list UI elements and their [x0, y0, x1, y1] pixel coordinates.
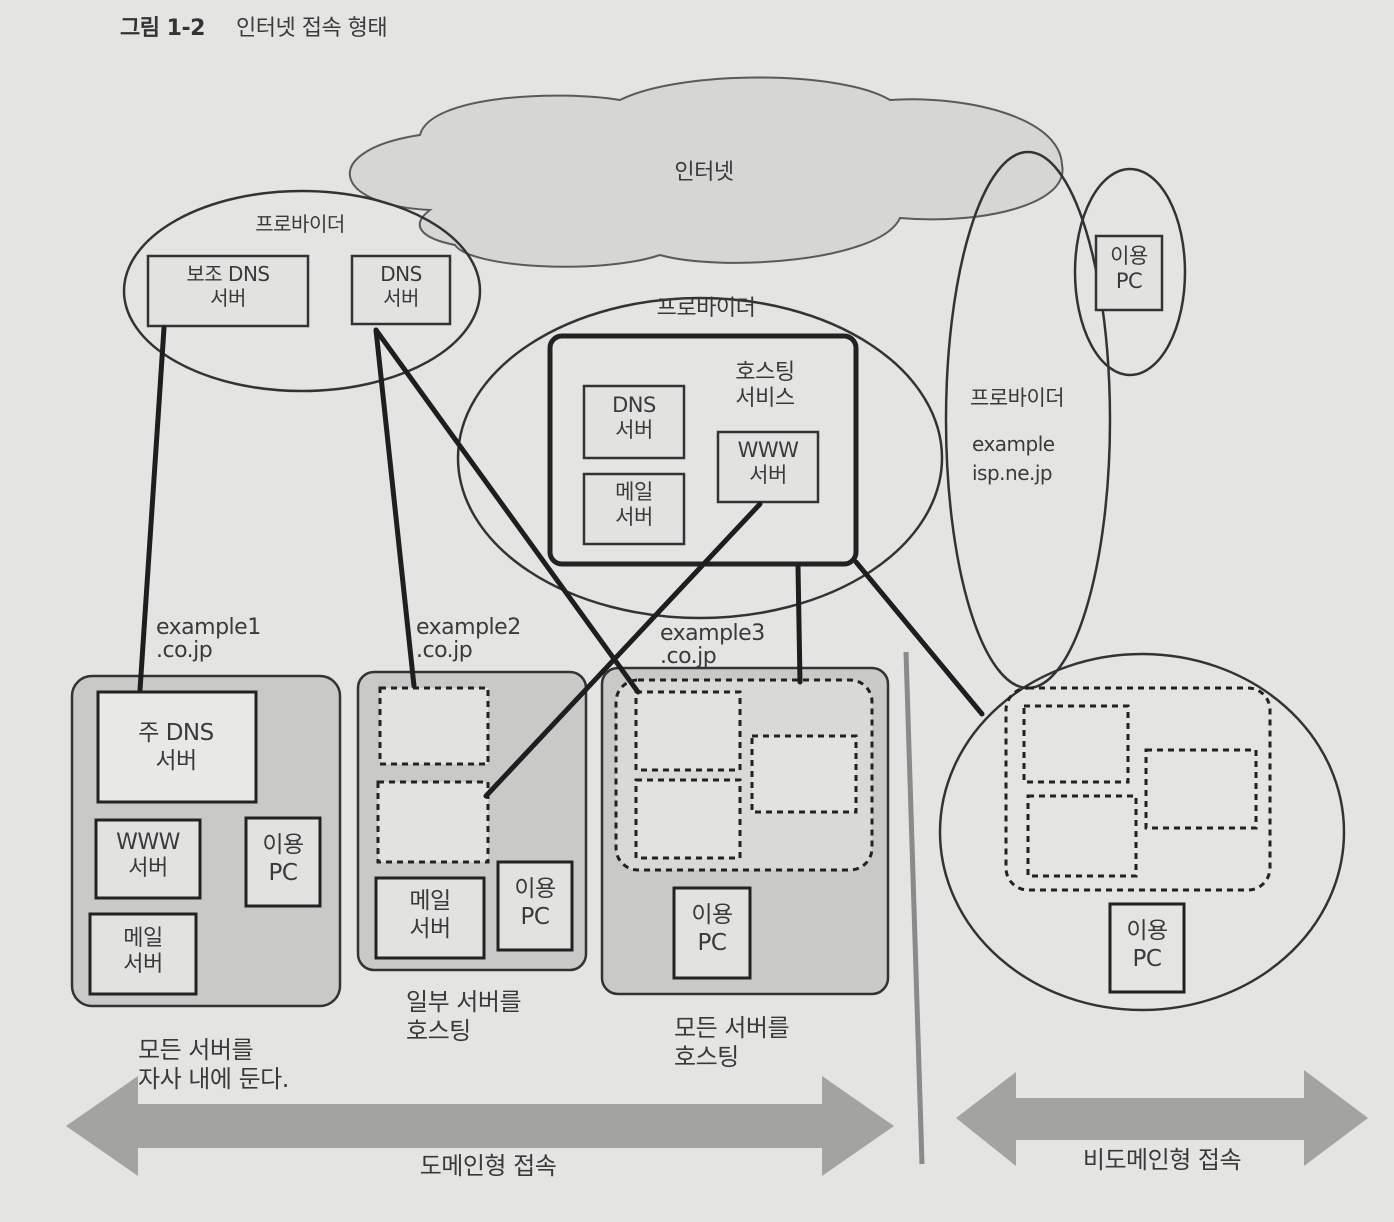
link-dns-to-site2 — [373, 327, 417, 689]
site2-caption: 일부 서버를 호스팅 — [406, 988, 522, 1045]
provider-right-label: 프로바이더 — [970, 386, 1065, 410]
provider-left-label: 프로바이더 — [255, 212, 345, 236]
site4-user-pc-box — [1108, 902, 1186, 994]
provider-center-ellipse — [456, 296, 944, 620]
site3-hosted-server-3 — [634, 778, 742, 860]
link-hosting-www-to-site2 — [483, 501, 763, 799]
site1-www-box — [94, 818, 202, 900]
site4-hosted-server-3 — [1026, 794, 1138, 878]
site3-caption: 모든 서버를 호스팅 — [674, 1014, 790, 1071]
secondary-dns-box — [146, 254, 310, 328]
site1-domain: example1 .co.jp — [156, 615, 261, 664]
figure-number: 그림 1-2 — [120, 16, 205, 41]
site4-hosted-server-2 — [1144, 748, 1258, 830]
site2-hosted-server-2 — [376, 780, 490, 864]
site3-user-pc-label: 이용 PC — [691, 902, 733, 956]
provider-center-label: 프로바이더 — [656, 296, 756, 321]
site1-user-pc-label: 이용 PC — [262, 832, 304, 886]
site1-mail-box — [88, 912, 198, 996]
site2-user-pc-label: 이용 PC — [514, 876, 556, 930]
link-dns-to-site3 — [373, 327, 641, 695]
right-user-pc-box — [1094, 234, 1164, 312]
site1-user-pc-box — [244, 816, 322, 908]
site2-hosted-server-1 — [378, 686, 490, 766]
site1-primary-dns-box — [96, 690, 258, 804]
site1-caption: 모든 서버를 자사 내에 둔다. — [138, 1036, 289, 1093]
site4-ellipse — [938, 652, 1346, 1012]
hosting-dns-box — [582, 384, 686, 460]
provider-left-ellipse — [122, 189, 482, 393]
provider-dns-label: DNS 서버 — [380, 262, 422, 310]
section-divider — [903, 651, 925, 1165]
domain-type-arrow — [66, 1076, 894, 1176]
site2-user-pc-box — [496, 860, 574, 952]
site3-user-pc-box — [672, 886, 752, 980]
site2-mail-box — [374, 876, 486, 960]
provider-dns-box — [350, 254, 452, 326]
link-hosting-to-site4 — [853, 559, 985, 717]
hosting-www-label: WWW 서버 — [737, 438, 799, 488]
user-pc-right-ellipse — [1073, 167, 1187, 377]
link-secondary-dns-to-site1 — [137, 325, 167, 693]
site1-primary-dns-label: 주 DNS 서버 — [138, 720, 214, 774]
internet-cloud — [348, 76, 1064, 268]
provider-right-domain: example isp.ne.jp — [972, 432, 1055, 485]
hosting-dns-label: DNS 서버 — [612, 393, 656, 443]
site4-user-pc-label: 이용 PC — [1126, 918, 1168, 972]
hosting-mail-label: 메일 서버 — [615, 480, 653, 530]
secondary-dns-label: 보조 DNS 서버 — [186, 262, 270, 310]
site1-www-label: WWW 서버 — [116, 830, 180, 882]
domain-type-label: 도메인형 접속 — [419, 1152, 557, 1180]
link-hosting-to-site3 — [795, 563, 803, 685]
site3-hosted-server-2 — [750, 734, 858, 814]
hosting-service-label: 호스팅 서비스 — [735, 360, 795, 412]
site3-domain: example3 .co.jp — [660, 621, 765, 670]
site1-mail-label: 메일 서버 — [123, 926, 163, 978]
site4-hosted-server-1 — [1022, 704, 1130, 784]
right-user-pc-label: 이용 PC — [1110, 244, 1148, 294]
hosting-www-box — [716, 430, 820, 504]
site4-dashed-region — [1004, 686, 1272, 892]
hosting-mail-box — [582, 472, 686, 546]
site3-hosted-server-1 — [634, 690, 742, 772]
provider-right-ellipse — [944, 150, 1112, 690]
non-domain-type-arrow — [956, 1070, 1368, 1166]
site2-mail-label: 메일 서버 — [409, 888, 451, 942]
internet-label: 인터넷 — [674, 160, 734, 185]
figure-caption: 인터넷 접속 형태 — [236, 16, 388, 41]
site2-domain: example2 .co.jp — [416, 615, 521, 664]
non-domain-type-label: 비도메인형 접속 — [1082, 1146, 1242, 1174]
